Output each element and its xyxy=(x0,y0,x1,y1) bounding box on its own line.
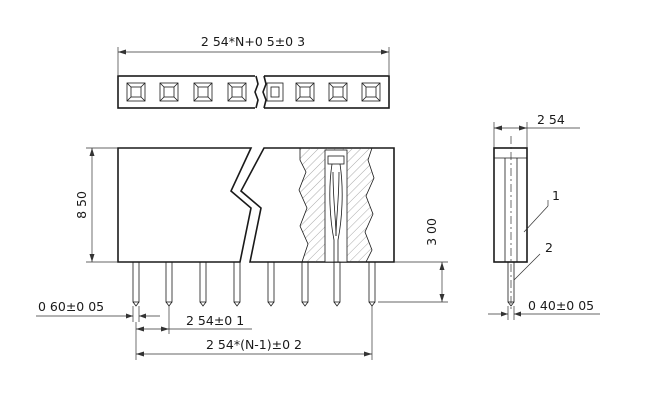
front-housing-right xyxy=(239,147,395,263)
pin-width-label: 0 60±0 05 xyxy=(38,299,104,314)
front-view: 8 50 3 00 0 60±0 05 2 54±0 1 2 54*(N-1)±… xyxy=(36,147,448,360)
pin-thickness-label: 0 40±0 05 xyxy=(528,298,594,313)
side-housing xyxy=(493,147,528,263)
top-housing-right xyxy=(262,75,390,109)
total-length-label: 2 54*N+0 5±0 3 xyxy=(201,34,305,49)
span-label: 2 54*(N-1)±0 2 xyxy=(206,337,302,352)
top-housing-left xyxy=(117,75,259,109)
pin-length-label: 3 00 xyxy=(424,218,439,246)
callout-2: 2 xyxy=(545,240,553,255)
front-pins xyxy=(132,261,376,307)
front-housing-left xyxy=(117,147,253,263)
side-pitch-label: 2 54 xyxy=(537,112,565,127)
side-view: 2 54 1 2 0 40±0 05 xyxy=(488,112,600,320)
pitch-label: 2 54±0 1 xyxy=(186,313,244,328)
section-cut xyxy=(298,147,375,263)
top-cavities xyxy=(126,82,381,102)
callout-1: 1 xyxy=(552,188,560,203)
top-view: 2 54*N+0 5±0 3 xyxy=(117,34,390,111)
side-pin xyxy=(507,261,515,303)
height-label: 8 50 xyxy=(74,191,89,219)
